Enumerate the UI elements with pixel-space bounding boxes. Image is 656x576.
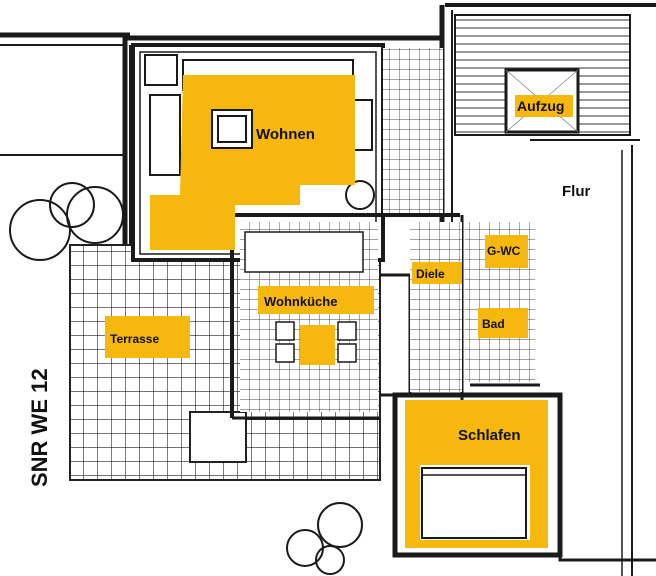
label-aufzug: Aufzug [517, 98, 564, 114]
room-highlights [105, 75, 573, 548]
diele-highlight [412, 262, 462, 284]
wohnen-highlight [150, 75, 355, 250]
label-bad: Bad [482, 317, 505, 331]
diele-tiles [410, 222, 462, 392]
table-highlight [300, 325, 335, 365]
kitchen-counter [244, 231, 364, 363]
label-gwc: G-WC [487, 244, 521, 258]
hall-tiles [383, 48, 443, 213]
schlafen-highlight [405, 400, 548, 548]
overlay-furniture [211, 109, 527, 539]
wohnkueche-highlight [258, 286, 374, 314]
tree-circles [9, 182, 124, 261]
gwc-highlight [485, 235, 528, 268]
shrubs-icon [286, 502, 363, 575]
label-schlafen: Schlafen [458, 427, 521, 444]
terrasse-highlight [105, 316, 190, 358]
label-wohnen: Wohnen [256, 126, 315, 143]
label-flur: Flur [562, 183, 590, 200]
bad-highlight [478, 308, 528, 338]
aufzug-highlight [515, 95, 573, 117]
label-diele: Diele [416, 267, 445, 281]
side-label: SNR WE 12 [27, 368, 52, 487]
label-terrasse: Terrasse [110, 332, 159, 346]
terrace-planter [189, 411, 247, 463]
label-wohnkueche: Wohnküche [264, 294, 337, 309]
